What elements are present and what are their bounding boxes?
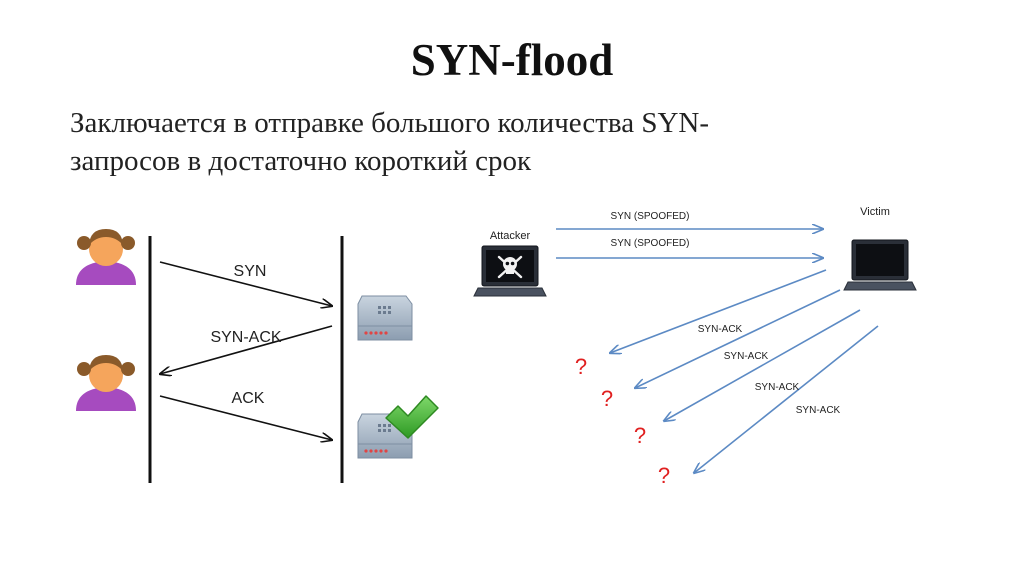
unknown-mark: ? (601, 386, 613, 411)
syn-label: SYN (234, 263, 267, 280)
check-icon (385, 395, 439, 439)
spoofed-syn-label: SYN (SPOOFED) (611, 238, 690, 249)
handshake-diagram: SYN SYN-ACK ACK (76, 229, 439, 483)
syn-arrow (159, 261, 332, 306)
slide-body: Заключается в отправке большого количест… (70, 104, 950, 180)
ack-arrow (159, 395, 332, 440)
syn-ack-arrow (160, 325, 333, 374)
syn-ack-reply-label: SYN-ACK (698, 324, 743, 335)
syn-ack-reply-arrow (664, 309, 861, 421)
spoofed-syn-label: SYN (SPOOFED) (611, 211, 690, 222)
syn-ack-reply-arrow (694, 325, 879, 473)
unknown-mark: ? (575, 354, 587, 379)
body-line-1: Заключается в отправке большого количест… (70, 107, 710, 139)
laptop-icon (473, 245, 547, 297)
unknown-mark: ? (658, 463, 670, 488)
syn-ack-reply-label: SYN-ACK (724, 351, 769, 362)
syn-ack-reply-arrow (610, 269, 827, 353)
skull-icon (497, 255, 523, 279)
person-icon (76, 229, 136, 285)
body-line-2: запросов в достаточно короткий срок (70, 145, 532, 177)
attacker-label: Attacker (490, 230, 531, 242)
person-icon (76, 355, 136, 411)
ack-label: ACK (232, 390, 265, 407)
syn-ack-reply-label: SYN-ACK (755, 382, 800, 393)
server-icon (357, 295, 413, 341)
slide-title: SYN-flood (410, 35, 614, 85)
syn-ack-reply-label: SYN-ACK (796, 405, 841, 416)
victim-label: Victim (860, 206, 890, 218)
unknown-mark: ? (634, 423, 646, 448)
flood-diagram: Attacker Victim SYN (SPOOFED) (473, 206, 917, 488)
laptop-icon (843, 239, 917, 291)
syn-ack-label: SYN-ACK (210, 329, 281, 346)
syn-ack-reply-arrow (635, 289, 841, 388)
